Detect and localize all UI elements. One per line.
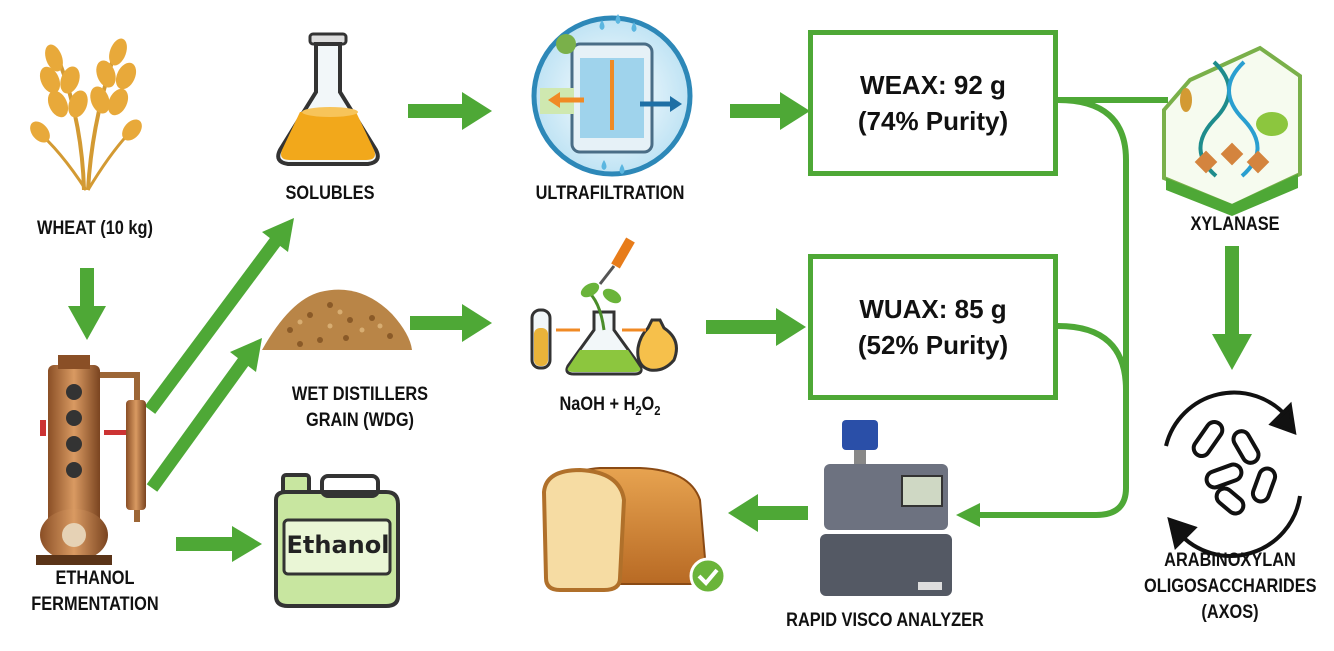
weax-box: WEAX: 92 g (74% Purity) <box>808 30 1058 176</box>
label-naoh-o: O <box>641 394 655 415</box>
label-wdg-line1: WET DISTILLERS <box>291 384 429 405</box>
label-wdg-line2: GRAIN (WDG) <box>305 410 415 431</box>
flask-icon <box>276 32 380 166</box>
arrow-xylanase-to-axos <box>1212 246 1252 370</box>
axos-icon <box>1164 390 1302 558</box>
ultrafiltration-icon <box>531 14 693 177</box>
weax-purity: (74% Purity) <box>857 106 1009 136</box>
label-axos-line1: ARABINOXYLAN <box>1164 550 1296 571</box>
label-axos: ARABINOXYLAN OLIGOSACCHARIDES (AXOS) <box>1144 548 1316 626</box>
label-axos-line2: OLIGOSACCHARIDES <box>1144 576 1317 597</box>
arrow-fermentation-to-ethanol <box>176 526 262 562</box>
distillation-column-icon <box>36 355 146 565</box>
wheat-icon <box>30 38 142 191</box>
bread-icon <box>541 467 727 595</box>
xylanase-icon <box>1162 45 1302 216</box>
grain-pile-icon <box>262 289 412 350</box>
label-naoh-text: NaOH + H <box>559 394 636 415</box>
arrow-fermentation-to-solubles <box>144 218 294 414</box>
jug-label: Ethanol <box>286 531 390 559</box>
label-xylanase: XYLANASE <box>1190 214 1280 235</box>
ethanol-jug-icon <box>274 473 400 608</box>
label-solubles: SOLUBLES <box>285 183 375 204</box>
label-naoh-h2o2: NaOH + H2O2 <box>533 392 688 424</box>
arrow-wheat-to-fermentation <box>68 268 106 340</box>
label-axos-line3: (AXOS) <box>1201 602 1259 623</box>
arrow-fermentation-to-wdg <box>146 338 262 492</box>
label-rapid-visco-analyzer: RAPID VISCO ANALYZER <box>786 610 984 631</box>
rapid-visco-analyzer-icon <box>820 420 952 596</box>
lab-reaction-icon <box>530 237 678 376</box>
arrow-wdg-to-naoh <box>410 304 492 342</box>
arrow-rva-to-bread <box>728 494 808 532</box>
arrow-naoh-to-wuax <box>706 308 806 346</box>
label-ethanol-fermentation-line2: FERMENTATION <box>31 594 159 615</box>
arrow-ultrafiltration-to-weax <box>730 92 810 130</box>
label-ethanol-fermentation: ETHANOL FERMENTATION <box>22 566 168 618</box>
label-ultrafiltration: ULTRAFILTRATION <box>535 183 685 204</box>
label-wdg: WET DISTILLERS GRAIN (WDG) <box>274 382 446 434</box>
wuax-yield: WUAX: 85 g <box>859 294 1007 324</box>
weax-yield: WEAX: 92 g <box>860 70 1006 100</box>
wuax-purity: (52% Purity) <box>857 330 1009 360</box>
label-naoh-sub1: 2 <box>635 402 642 418</box>
label-wheat: WHEAT (10 kg) <box>37 218 153 239</box>
connector-wuax-to-rva <box>956 323 1129 527</box>
wuax-box: WUAX: 85 g (52% Purity) <box>808 254 1058 400</box>
label-naoh-sub2: 2 <box>654 402 661 418</box>
label-ethanol-fermentation-line1: ETHANOL <box>55 568 135 589</box>
arrow-solubles-to-ultrafiltration <box>408 92 492 130</box>
connector-weax-to-xylanase <box>1057 97 1168 488</box>
